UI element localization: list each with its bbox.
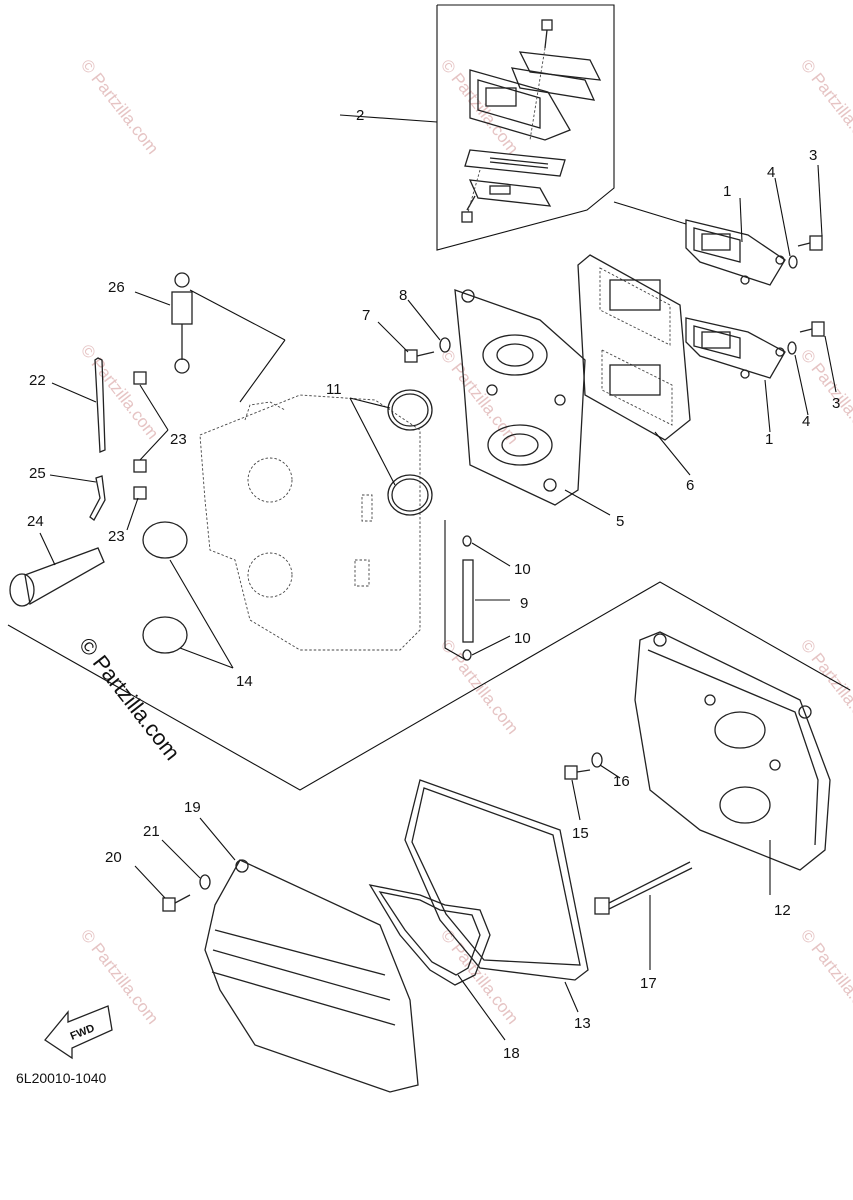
watermark: © Partzilla.com xyxy=(797,56,853,158)
o-rings-14 xyxy=(142,521,188,654)
watermark: © Partzilla.com xyxy=(77,56,163,158)
callout-3: 3 xyxy=(809,147,817,164)
grouping-outline xyxy=(7,581,851,791)
callout-12: 12 xyxy=(774,902,791,919)
dowel-9-clips-10 xyxy=(444,520,474,661)
watermark: © Partzilla.com xyxy=(797,926,853,1028)
watermark: © Partzilla.com xyxy=(437,926,523,1028)
bolt-7-washer-8 xyxy=(404,337,451,363)
reed-valve-detail-box xyxy=(339,4,615,251)
diagram-code: 6L20010-1040 xyxy=(16,1070,107,1086)
callout-20: 20 xyxy=(105,849,122,866)
callout-23: 23 xyxy=(170,431,187,448)
callout-8: 8 xyxy=(399,287,407,304)
callout-13: 13 xyxy=(574,1015,591,1032)
intake-plate-5 xyxy=(454,289,586,506)
callout-1: 1 xyxy=(723,183,731,200)
callout-15: 15 xyxy=(572,825,589,842)
callout-7: 7 xyxy=(362,307,370,324)
callout-14: 14 xyxy=(236,673,253,690)
callout-16: 16 xyxy=(613,773,630,790)
callout-17: 17 xyxy=(640,975,657,992)
anode-24 xyxy=(9,547,105,607)
sensor-26 xyxy=(171,272,193,374)
watermark: © Partzilla.com xyxy=(797,346,853,448)
callout-4: 4 xyxy=(802,413,810,430)
gasket-13 xyxy=(404,779,589,981)
callout-26: 26 xyxy=(108,279,125,296)
exhaust-cover-12 xyxy=(634,631,831,871)
callout-10: 10 xyxy=(514,630,531,647)
bolt-15-washer-16 xyxy=(564,752,603,780)
callout-25: 25 xyxy=(29,465,46,482)
outer-cover-19 xyxy=(204,859,419,1093)
callout-3: 3 xyxy=(832,395,840,412)
watermark: © Partzilla.com xyxy=(437,346,523,448)
callout-24: 24 xyxy=(27,513,44,530)
callout-1: 1 xyxy=(765,431,773,448)
watermark: © Partzilla.com xyxy=(77,341,163,443)
bolt-17 xyxy=(594,861,693,915)
callout-19: 19 xyxy=(184,799,201,816)
callout-6: 6 xyxy=(686,477,694,494)
callout-2: 2 xyxy=(356,107,364,124)
bolts-and-washers-right xyxy=(787,235,825,355)
callout-22: 22 xyxy=(29,372,46,389)
cylinder-block-outline xyxy=(199,394,421,651)
fwd-label: FWD xyxy=(69,1022,97,1043)
gasket-18 xyxy=(368,884,491,986)
leader-lines xyxy=(39,164,837,1041)
o-rings-11 xyxy=(387,389,433,516)
hoses-and-clamps xyxy=(89,357,147,521)
callout-5: 5 xyxy=(616,513,624,530)
screw-20-washer-21 xyxy=(162,874,211,912)
fwd-arrow-icon: FWD xyxy=(44,1005,113,1060)
watermark: © Partzilla.com xyxy=(437,56,523,158)
callout-10: 10 xyxy=(514,561,531,578)
callout-4: 4 xyxy=(767,164,775,181)
gasket-6 xyxy=(577,254,691,441)
callout-11: 11 xyxy=(326,381,342,398)
callouts: 1 1 2 3 3 4 4 5 6 7 8 9 10 10 11 12 13 1… xyxy=(27,107,840,1062)
callout-18: 18 xyxy=(503,1045,520,1062)
reed-valve-assemblies xyxy=(685,219,786,379)
callout-21: 21 xyxy=(143,823,160,840)
callout-9: 9 xyxy=(520,595,528,612)
callout-23: 23 xyxy=(108,528,125,545)
watermark: © Partzilla.com xyxy=(77,926,163,1028)
